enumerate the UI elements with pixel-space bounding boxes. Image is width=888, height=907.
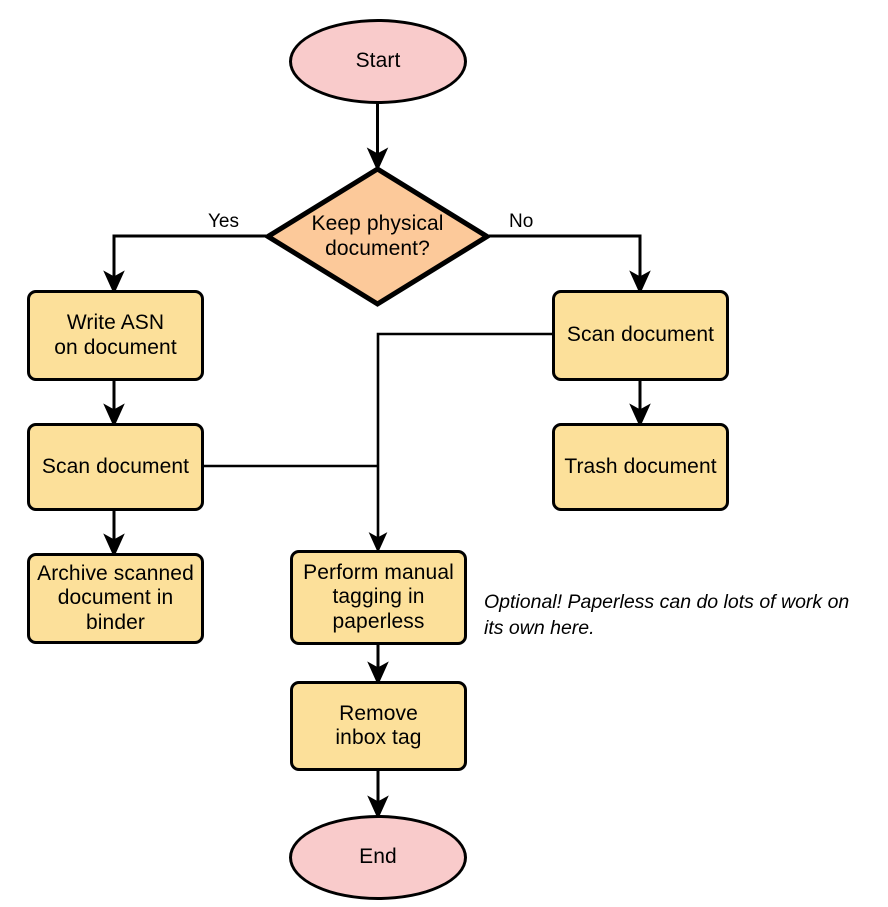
node-archive-label-line2: document in	[57, 586, 174, 610]
node-trash-document[interactable]: Trash document	[552, 423, 729, 511]
node-scan-document-left-label: Scan document	[41, 454, 190, 478]
node-scan-document-right-label: Scan document	[566, 323, 715, 347]
node-trash-document-label: Trash document	[564, 454, 717, 478]
diamond-shape-icon	[265, 166, 490, 307]
annotation-optional-note-line2: its own here.	[484, 616, 595, 639]
node-archive-scanned-document[interactable]: Archive scanned document in binder	[27, 553, 204, 644]
node-archive-label: Archive scanned document in binder	[37, 562, 194, 634]
node-tagging-label-line1: Perform manual	[303, 561, 454, 585]
edge-scan-right-to-tagging	[368, 332, 552, 553]
edge-label-yes: Yes	[208, 211, 239, 232]
node-remove-inbox-label: Remove inbox tag	[335, 702, 421, 750]
node-remove-inbox-label-line2: inbox tag	[335, 726, 422, 749]
node-start[interactable]: Start	[289, 19, 467, 104]
node-remove-inbox-label-line1: Remove	[339, 701, 418, 725]
edge-label-no: No	[509, 211, 534, 232]
node-start-label: Start	[355, 49, 401, 73]
annotation-optional-note-line1: Optional! Paperless can do lots of work …	[484, 591, 850, 613]
node-tagging-label-line2: tagging in	[332, 585, 425, 609]
node-scan-document-left[interactable]: Scan document	[27, 423, 204, 511]
node-archive-label-line1: Archive scanned	[37, 562, 194, 586]
node-remove-inbox-tag[interactable]: Remove inbox tag	[290, 681, 467, 771]
node-end-label: End	[359, 845, 397, 869]
node-end[interactable]: End	[289, 815, 467, 900]
node-tagging-label-line3: paperless	[332, 609, 425, 633]
node-scan-document-right[interactable]: Scan document	[552, 290, 729, 381]
edge-decision-no-to-scan-right	[489, 234, 651, 295]
node-decision-label-line1: Keep physical	[311, 212, 444, 236]
edge-decision-yes-to-write-asn	[103, 234, 266, 295]
node-write-asn-label: Write ASN on document	[54, 311, 177, 359]
node-archive-label-line3: binder	[86, 610, 145, 634]
node-decision-keep-physical-document[interactable]: Keep physical document?	[265, 166, 490, 307]
node-decision-label: Keep physical document?	[311, 212, 443, 260]
node-tagging-label: Perform manual tagging in paperless	[303, 561, 454, 633]
node-write-asn-label-line1: Write ASN	[66, 311, 165, 335]
node-write-asn-label-line2: on document	[54, 335, 177, 359]
annotation-optional-note: Optional! Paperless can do lots of work …	[484, 590, 888, 641]
node-write-asn[interactable]: Write ASN on document	[27, 290, 204, 381]
node-perform-manual-tagging[interactable]: Perform manual tagging in paperless	[290, 550, 467, 645]
node-decision-label-line2: document?	[325, 236, 430, 260]
